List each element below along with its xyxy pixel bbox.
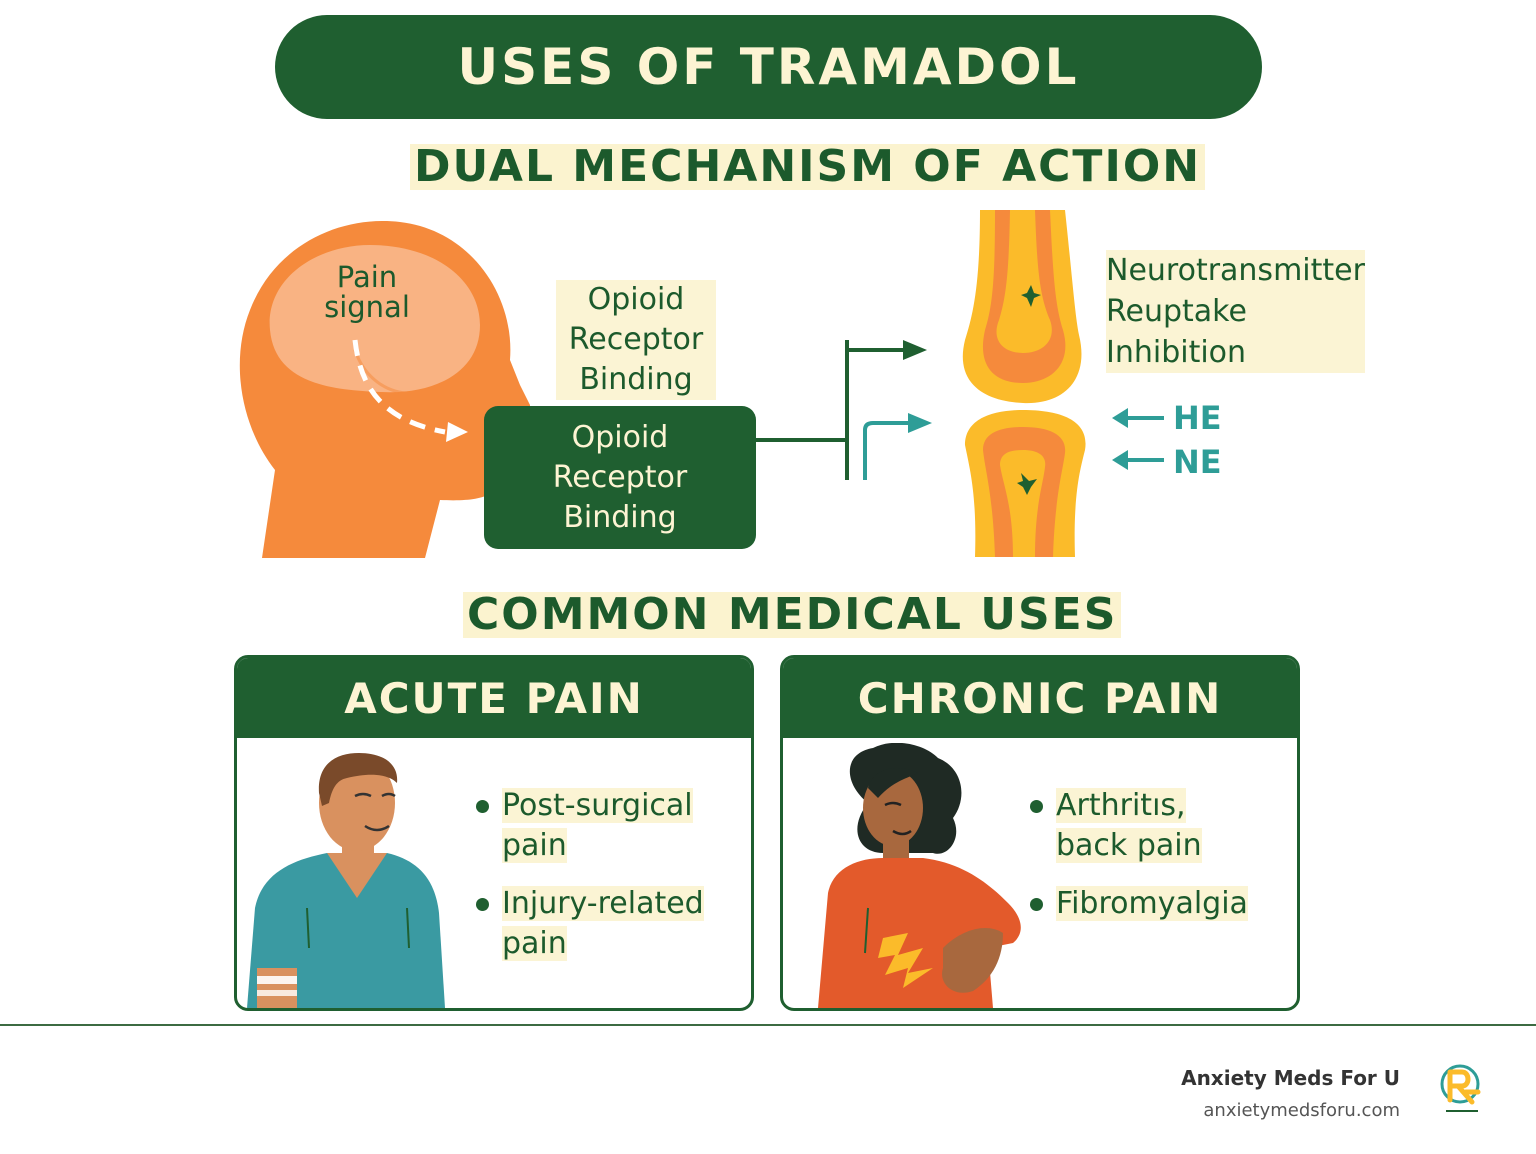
chronic-pain-title: CHRONIC PAIN — [857, 673, 1223, 723]
opioid-label-line2: Receptor — [556, 320, 716, 360]
opioid-receptor-label: Opioid Receptor Binding — [556, 280, 716, 400]
chronic-pain-header: CHRONIC PAIN — [783, 658, 1297, 738]
uses-heading: COMMON MEDICAL USES — [463, 592, 1122, 638]
opioid-box-line2: Receptor — [552, 459, 688, 495]
list-item: Post-surgical pain — [474, 786, 744, 866]
page-title: USES OF TRAMADOL — [457, 38, 1080, 96]
title-banner: USES OF TRAMADOL — [275, 15, 1262, 119]
pain-signal-line1: Pain — [336, 260, 398, 294]
mechanism-heading: DUAL MECHANISM OF ACTION — [410, 144, 1206, 190]
pain-signal-label: Pain signal — [322, 262, 412, 322]
reuptake-line1: Neurotransmitter — [1106, 250, 1365, 291]
opioid-label-line1: Opioid — [556, 280, 716, 320]
footer-divider — [0, 1024, 1536, 1026]
reuptake-line3: Inhibition — [1106, 332, 1365, 373]
opioid-receptor-box: Opioid Receptor Binding — [484, 406, 756, 549]
synapse-illustration — [962, 210, 1086, 557]
reuptake-line2: Reuptake — [1106, 291, 1365, 332]
chronic-pain-card: CHRONIC PAIN Arthritıs, back pain Fibrom… — [780, 655, 1300, 1011]
man-illustration — [247, 753, 445, 1008]
brand-name: Anxiety Meds For U — [1181, 1066, 1400, 1090]
reuptake-arrows — [1112, 408, 1164, 470]
rx-logo-icon — [1440, 1064, 1482, 1116]
head-brain-illustration — [239, 221, 530, 558]
list-item: Injury-related pain — [474, 884, 744, 964]
ne-label: NE — [1173, 443, 1222, 481]
chronic-pain-list: Arthritıs, back pain Fibromyalgia — [1028, 786, 1288, 942]
reuptake-label: Neurotransmitter Reuptake Inhibition — [1106, 250, 1365, 373]
acute-pain-title: ACUTE PAIN — [344, 673, 644, 723]
woman-illustration — [818, 743, 1021, 1008]
acute-pain-header: ACUTE PAIN — [237, 658, 751, 738]
acute-pain-card: ACUTE PAIN Post-surgical pain Injury-rel… — [234, 655, 754, 1011]
pain-signal-line2: signal — [324, 290, 410, 324]
brand-url[interactable]: anxietymedsforu.com — [1203, 1100, 1400, 1121]
opioid-box-line3: Binding — [563, 499, 677, 535]
he-label: HE — [1173, 399, 1222, 437]
connector-arrows — [755, 340, 932, 480]
list-item: Fibromyalgia — [1028, 884, 1288, 924]
opioid-label-line3: Binding — [556, 360, 716, 400]
acute-pain-list: Post-surgical pain Injury-related pain — [474, 786, 744, 982]
opioid-box-line1: Opioid — [571, 419, 669, 455]
list-item: Arthritıs, back pain — [1028, 786, 1288, 866]
